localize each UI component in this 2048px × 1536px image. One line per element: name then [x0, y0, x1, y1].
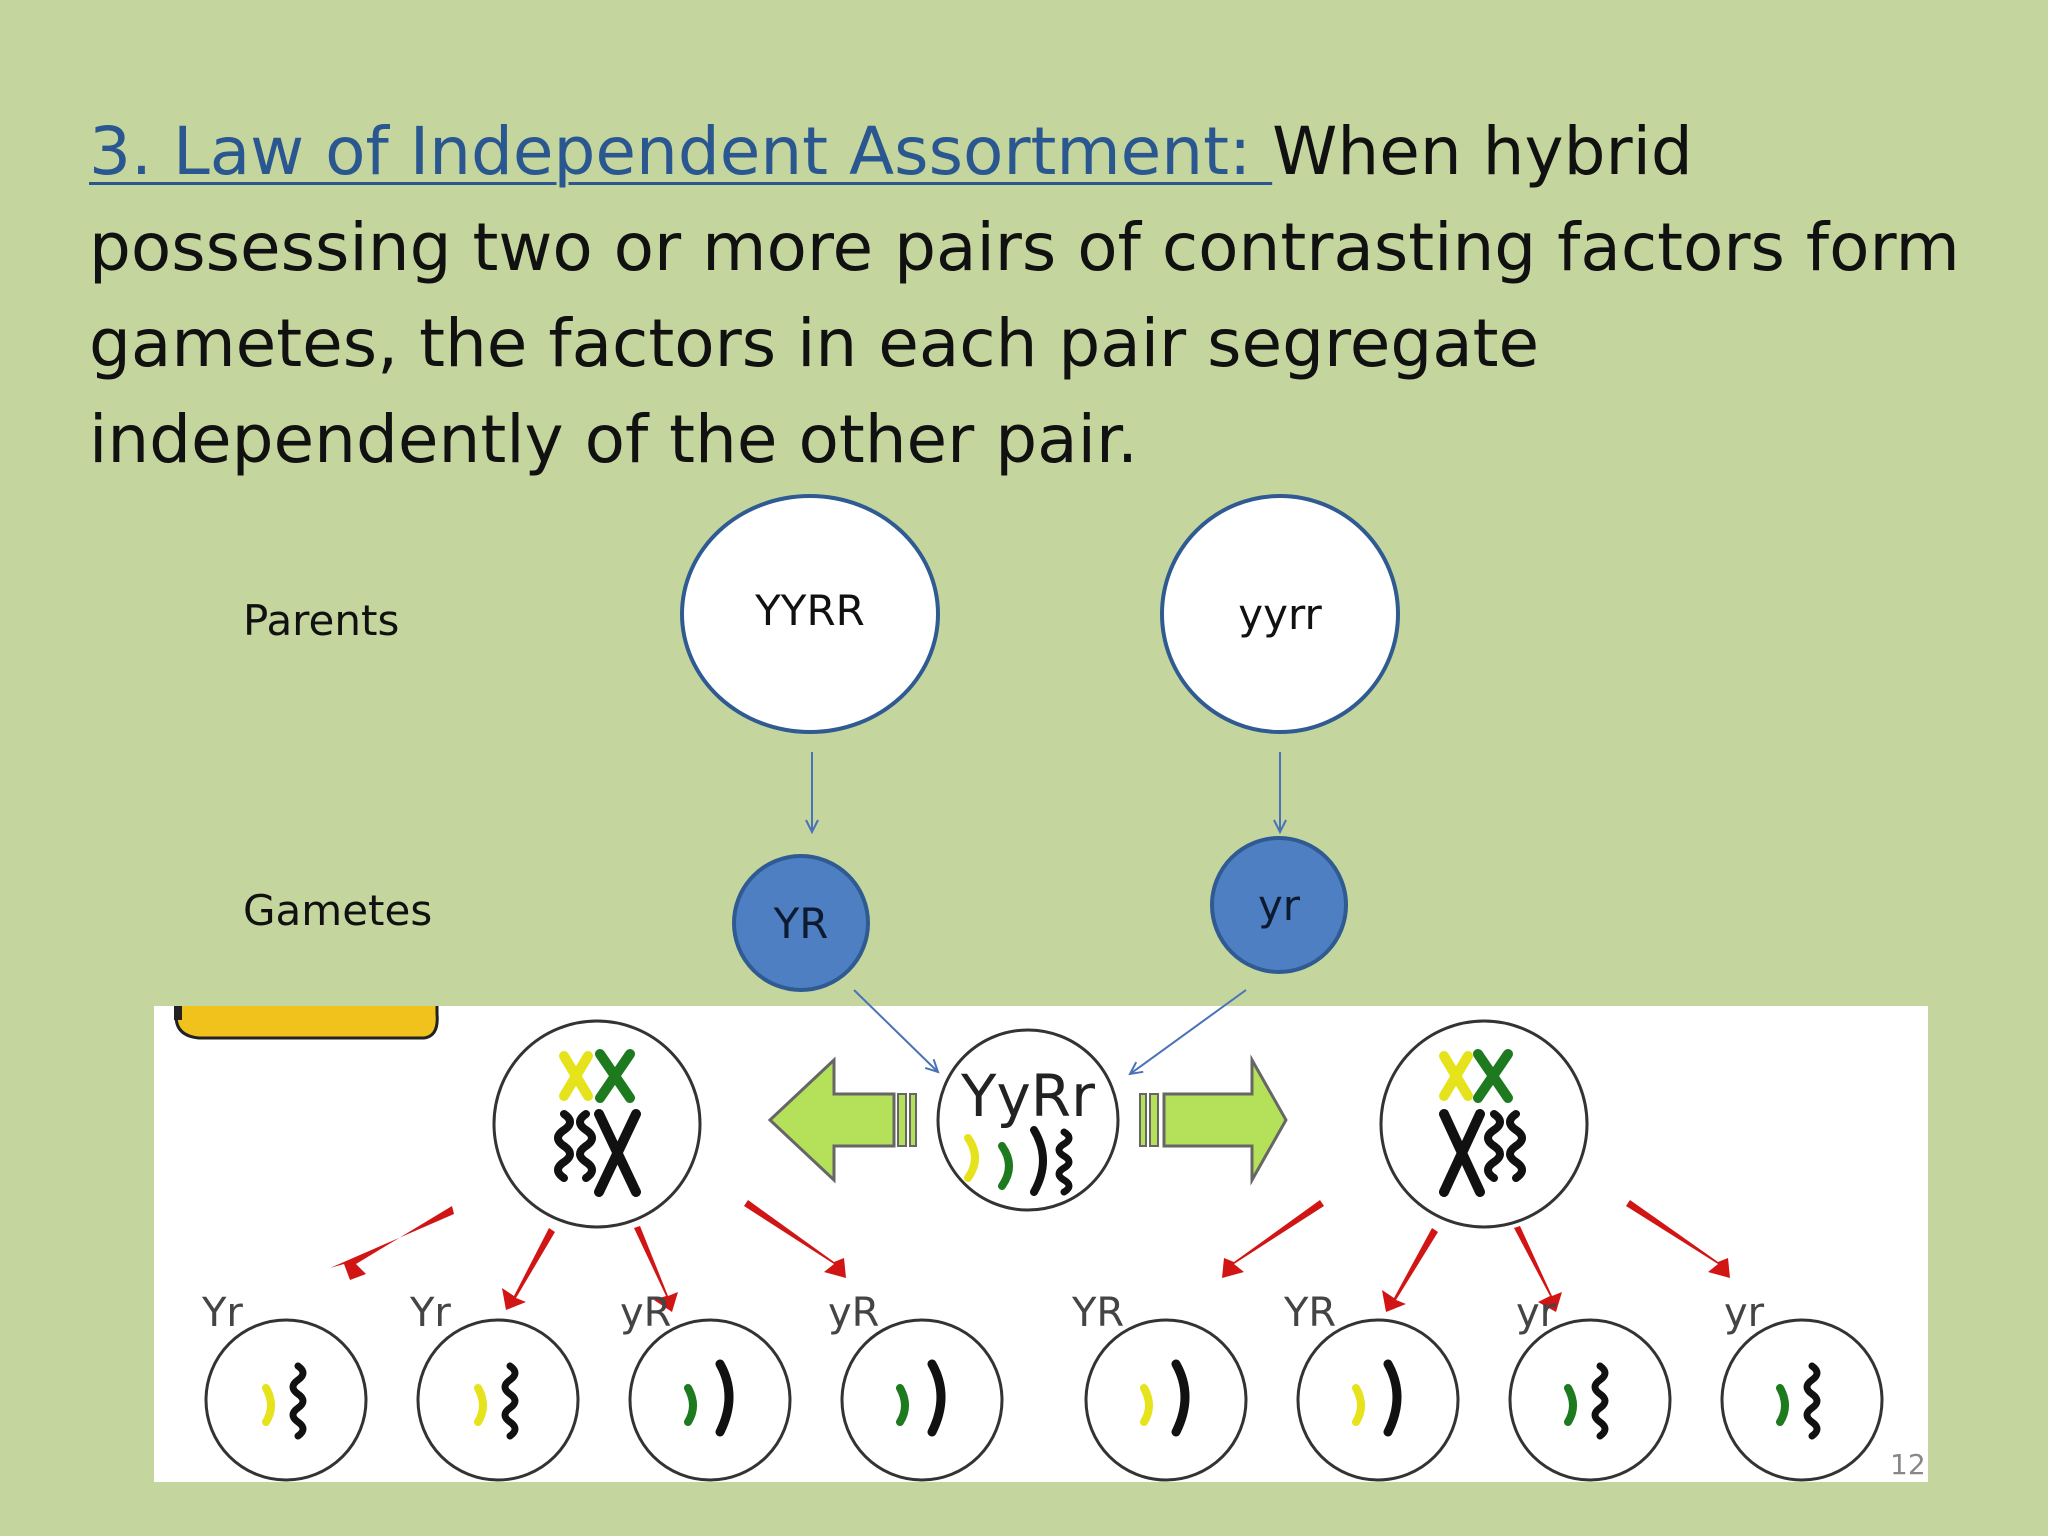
green-arrow-left: [767, 1056, 917, 1184]
page-number: 12: [1890, 1448, 1926, 1481]
offspring-label: yr: [1724, 1290, 1765, 1336]
gamete-genotype: yr: [1257, 880, 1301, 930]
offspring-label: yR: [620, 1290, 671, 1336]
red-arrows-right: [1222, 1200, 1730, 1312]
green-arrow-right: [1139, 1054, 1288, 1186]
offspring-label: YR: [1071, 1290, 1124, 1336]
arrow-yr-to-hybrid: [1130, 989, 1247, 1074]
law-title-link[interactable]: 3. Law of Independent Assortment:: [89, 113, 1273, 190]
parent-genotype: yyrr: [1238, 589, 1322, 639]
offspring-labels: Yr Yr yR yR YR YR yr yr: [201, 1290, 1765, 1336]
cropped-label-shape: [174, 1006, 439, 1040]
offspring-label: yR: [828, 1290, 879, 1336]
right-meiosis-cell: [1379, 1019, 1589, 1229]
arrow-YR-to-hybrid: [853, 989, 938, 1072]
red-arrows-left: [330, 1200, 846, 1312]
illustration-svg: YyRr Yr Yr yR yR YR YR yr yr: [174, 1006, 1884, 1482]
cropped-mark: [174, 1006, 182, 1020]
parent-circle-YYRR: YYRR: [680, 494, 940, 734]
law-heading: 3. Law of Independent Assortment: When h…: [89, 104, 1969, 488]
gametes-label: Gametes: [243, 886, 433, 935]
green-chromatid-pair: [595, 1049, 635, 1103]
offspring-label: Yr: [201, 1290, 243, 1336]
assortment-illustration: YyRr Yr Yr yR yR YR YR yr yr: [154, 1006, 1928, 1482]
gamete-circle-YR: YR: [732, 854, 870, 992]
hybrid-cell: [936, 1028, 1120, 1212]
offspring-label: YR: [1283, 1290, 1336, 1336]
parents-label: Parents: [243, 596, 400, 645]
wavy-chromatid-pair: [554, 1110, 596, 1182]
parent-circle-yyrr: yyrr: [1160, 494, 1400, 734]
left-meiosis-cell: [492, 1019, 702, 1229]
offspring-label: Yr: [409, 1290, 451, 1336]
gamete-genotype: YR: [773, 898, 829, 948]
hybrid-genotype-label: YyRr: [960, 1062, 1095, 1130]
gamete-circle-yr: yr: [1210, 836, 1348, 974]
yellow-chromatid-pair: [559, 1051, 593, 1101]
small-cell-chromosomes: [262, 1359, 1821, 1440]
parent-genotype: YYRR: [755, 585, 865, 635]
small-gamete-cells: [204, 1318, 1884, 1482]
offspring-label: yr: [1516, 1290, 1557, 1336]
law-description: When hybrid possessing two or more pairs…: [89, 113, 1960, 478]
black-chromatid-pair: [594, 1109, 641, 1197]
